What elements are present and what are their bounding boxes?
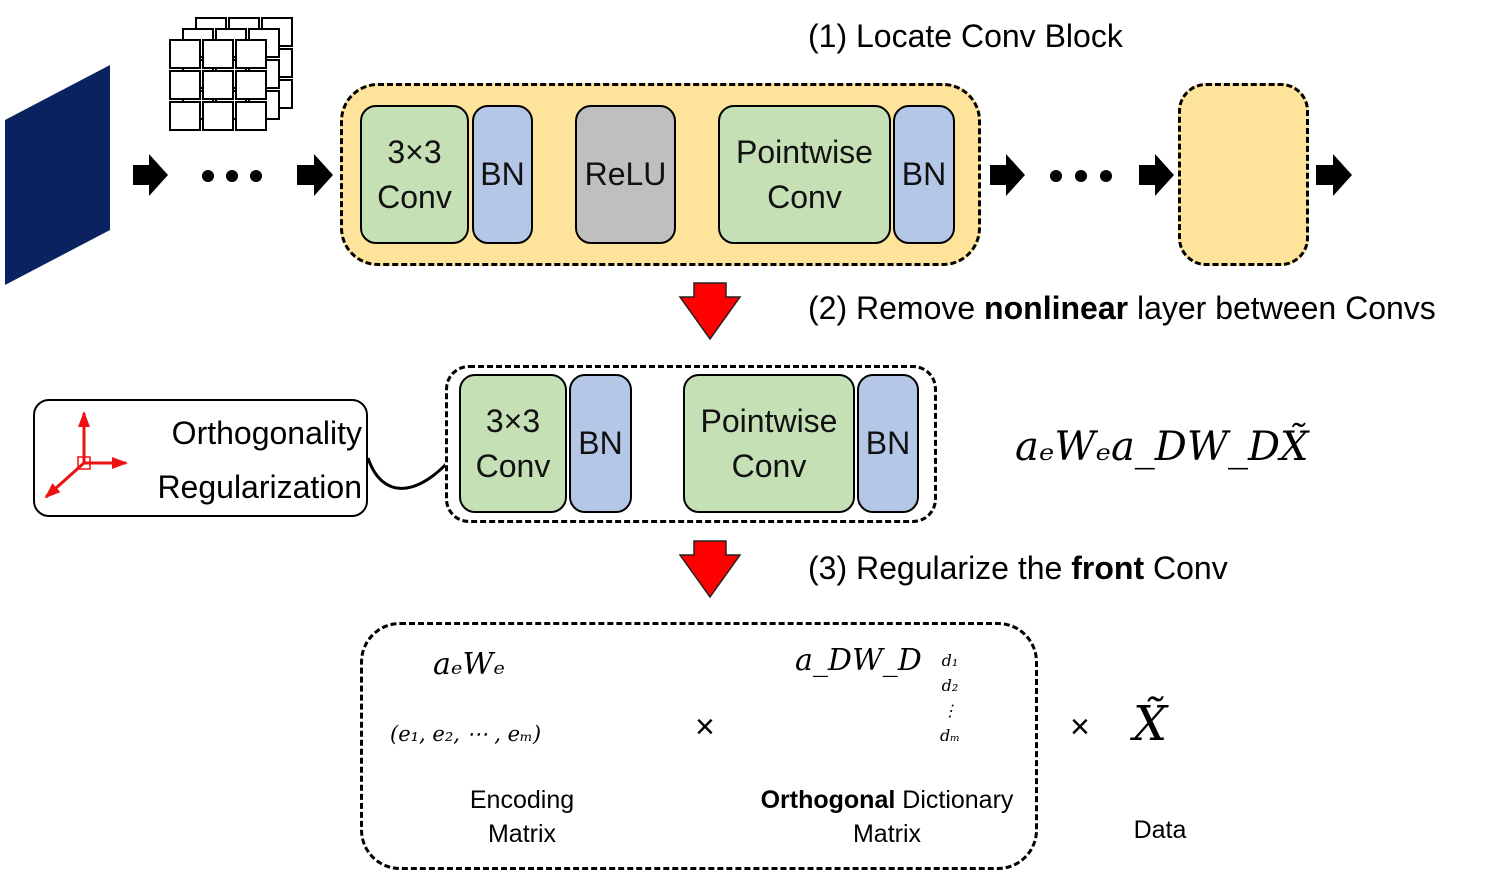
encoding-caption-line2: Matrix (487, 819, 557, 848)
dictionary-caption-line2: Matrix (852, 819, 922, 848)
right-arrow-icon (133, 154, 168, 196)
regularizer-box (33, 399, 368, 517)
dict-entry: d₁ (941, 651, 959, 670)
regularizer-line1: Orthogonality (171, 415, 362, 451)
decomposition-formula: aₑWₑa_DW_DX̃ (1015, 424, 1309, 470)
dictionary-caption-bold: Orthogonal (760, 786, 896, 814)
red-down-arrow-icon (678, 282, 742, 341)
pointwise-line1: Pointwise (700, 402, 838, 439)
ellipsis-icon (1050, 170, 1112, 182)
right-arrow-icon (990, 154, 1025, 196)
right-arrow-icon (297, 154, 333, 196)
input-feature-map (5, 65, 110, 285)
pointwise-line1: Pointwise (736, 133, 873, 170)
multiply-sign: × (1070, 708, 1090, 746)
ellipsis-icon (202, 170, 262, 182)
multiply-sign: × (695, 708, 715, 746)
data-caption: Data (1133, 816, 1187, 844)
step-1-label: (1) Locate Conv Block (808, 18, 1123, 54)
bn-layer: BN (472, 105, 533, 244)
conv3x3-line2: Conv (377, 178, 452, 215)
conv3x3-line1: 3×3 (387, 133, 442, 170)
pointwise-line2: Conv (731, 447, 807, 484)
encoding-caption-line1: Encoding (469, 786, 575, 814)
bn-layer: BN (569, 374, 632, 513)
voxel-cube-icon (169, 17, 293, 131)
bn-layer: BN (857, 374, 919, 513)
right-arrow-icon (1316, 154, 1352, 196)
step-2-text-bold: nonlinear (984, 290, 1129, 326)
conv3x3-line1: 3×3 (485, 402, 541, 439)
regularizer-line2: Regularization (157, 469, 362, 505)
bn-layer: BN (893, 105, 955, 244)
right-arrow-icon (1139, 154, 1174, 196)
red-down-arrow-icon (678, 540, 742, 599)
pointwise-line2: Conv (767, 178, 842, 215)
dict-entry: dₘ (939, 726, 961, 745)
relu-layer: ReLU (575, 105, 676, 244)
step-3-text-bold: front (1071, 550, 1145, 586)
conv3x3-line2: Conv (475, 447, 551, 484)
step-2-text-pre: (2) Remove (808, 290, 985, 326)
step-2-label: (2) Remove nonlinear layer between Convs (808, 290, 1436, 327)
dict-entry: ⋮ (942, 701, 958, 720)
dictionary-caption-rest: Dictionary (895, 786, 1014, 814)
dict-entry: d₂ (941, 676, 959, 695)
conv-block-next (1178, 83, 1309, 266)
step-3-text-pre: (3) Regularize the (808, 550, 1072, 586)
step-3-text-post: Conv (1144, 550, 1228, 586)
regularize-block (360, 622, 1038, 870)
encoding-formula: aₑWₑ (433, 647, 505, 682)
axes-icon (44, 411, 128, 499)
step-3-label: (3) Regularize the front Conv (808, 550, 1228, 587)
step-2-text-post: layer between Convs (1128, 290, 1436, 326)
dictionary-formula: a_DW_D (795, 643, 922, 678)
data-symbol: X̃ (1133, 696, 1168, 752)
encoding-vector: (e₁, e₂, ⋯ , eₘ) (390, 722, 542, 746)
dictionary-vector: d₁ d₂ ⋮ dₘ (932, 648, 968, 748)
